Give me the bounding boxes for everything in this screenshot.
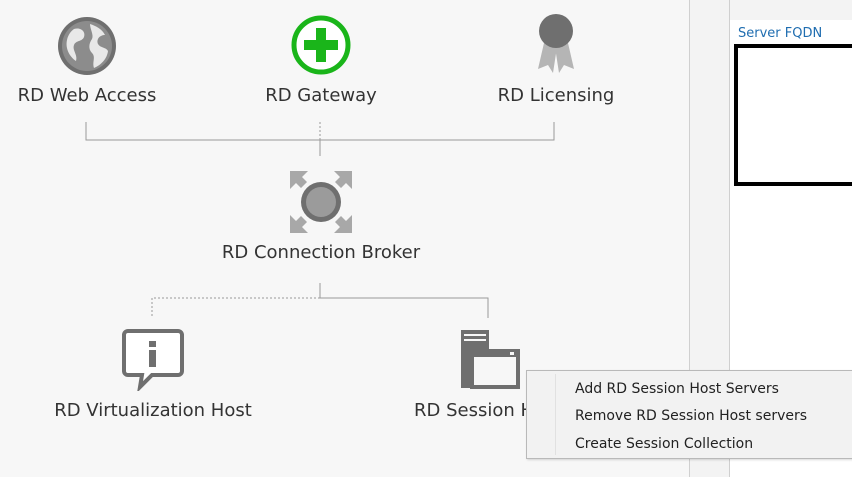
- context-menu: Add RD Session Host Servers Remove RD Se…: [526, 370, 852, 459]
- menu-item-remove-session-host-servers[interactable]: Remove RD Session Host servers: [575, 408, 808, 424]
- node-label-gateway[interactable]: RD Gateway: [265, 85, 377, 106]
- green-plus-icon[interactable]: [291, 15, 351, 75]
- ribbon-award-icon[interactable]: [536, 13, 576, 77]
- node-label-connection-broker[interactable]: RD Connection Broker: [221, 242, 421, 263]
- servers-pane-gutter: [729, 0, 730, 477]
- connector-lines: [85, 122, 555, 318]
- pane-divider[interactable]: [689, 0, 690, 477]
- server-fqdn-column-header[interactable]: Server FQDN: [738, 26, 823, 41]
- server-window-icon[interactable]: [460, 329, 522, 391]
- node-label-virtualization-host[interactable]: RD Virtualization Host: [54, 400, 252, 421]
- node-label-licensing[interactable]: RD Licensing: [497, 85, 615, 106]
- broker-icon[interactable]: [290, 171, 352, 233]
- globe-icon[interactable]: [56, 15, 118, 77]
- menu-item-add-session-host-servers[interactable]: Add RD Session Host Servers: [575, 381, 779, 397]
- menu-icon-gutter: [555, 374, 556, 455]
- selection-highlight-box: [734, 44, 852, 186]
- info-bubble-icon[interactable]: [122, 329, 184, 391]
- menu-item-create-session-collection[interactable]: Create Session Collection: [575, 436, 754, 452]
- node-label-web-access[interactable]: RD Web Access: [17, 85, 157, 106]
- deployment-overview-diagram: RD Web Access RD Gateway RD Licensing RD…: [17, 13, 615, 421]
- node-label-session-host[interactable]: RD Session H: [413, 400, 535, 421]
